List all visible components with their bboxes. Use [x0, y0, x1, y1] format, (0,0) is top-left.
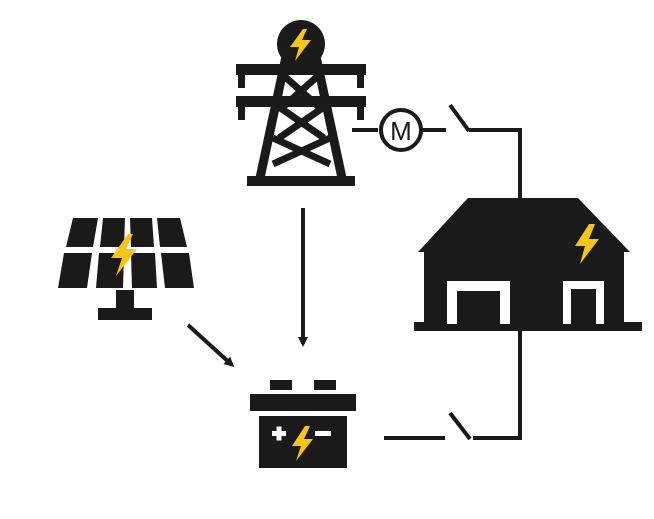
solar-to-battery-arrow	[186, 323, 235, 368]
battery-line	[384, 331, 522, 441]
lightning-bolt-icon	[292, 426, 313, 461]
power-tower-icon	[236, 20, 366, 186]
meter-icon: M	[379, 108, 423, 152]
house-icon	[414, 198, 642, 331]
meter-line: M	[352, 103, 522, 200]
top-switch	[448, 103, 471, 133]
lightning-bolt-icon	[111, 234, 137, 276]
lightning-bolt-icon	[575, 224, 599, 264]
bottom-switch	[448, 411, 472, 441]
meter-label: M	[390, 116, 412, 146]
lightning-bolt-icon	[290, 29, 311, 61]
solar-panel-icon	[58, 218, 194, 320]
battery-icon	[250, 380, 356, 468]
